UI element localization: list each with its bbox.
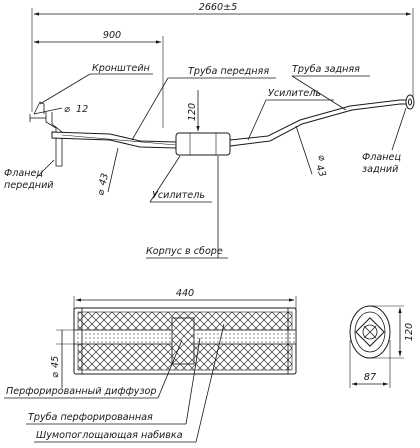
oval-height-value: 120	[404, 323, 415, 341]
oval-width-value: 87	[364, 372, 377, 383]
rear-pipe	[229, 99, 407, 147]
front-flange-label-2: передний	[4, 180, 54, 191]
front-pipe-label: Труба передняя	[188, 65, 269, 77]
oval-end-view	[349, 305, 391, 359]
diameter-symbol-4: ⌀	[50, 372, 61, 378]
rear-flange-callout: Фланец задний	[362, 107, 407, 175]
front-pipe-diameter: 43	[97, 172, 111, 187]
rear-pipe-diameter-dimension: 43 ⌀	[295, 125, 328, 179]
rear-pipe-diameter: 43	[313, 163, 328, 178]
rear-flange-label-1: Фланец	[362, 152, 401, 163]
diameter-symbol-2: ⌀	[95, 188, 107, 197]
oval-width-dimension: 87	[349, 340, 391, 388]
front-pipe-diameter-dimension: 43 ⌀	[95, 147, 119, 197]
reinforcement-bottom-callout: Усилитель	[149, 155, 212, 203]
front-pipe-length-dimension: 900	[33, 30, 164, 128]
resonator-body	[175, 132, 231, 156]
housing-callout: Корпус в сборе	[146, 156, 228, 259]
front-flange	[29, 112, 63, 167]
section-housing	[73, 307, 297, 375]
housing-label: Корпус в сборе	[146, 245, 223, 257]
perforated-pipe-label: Труба перфорированная	[28, 411, 153, 423]
diameter-symbol-3: ⌀	[315, 153, 327, 162]
section-callouts: Перфорированный диффузор Труба перфориро…	[4, 323, 225, 443]
reinforcement-top-label: Усилитель	[268, 88, 321, 99]
bracket-label: Кронштейн	[92, 63, 150, 74]
overall-length-value: 2660±5	[199, 2, 238, 13]
flange-hole-value: 12	[76, 104, 88, 115]
reinforcement-top-callout: Усилитель	[247, 88, 334, 141]
flange-hole-dimension: ⌀ 12	[33, 104, 88, 115]
front-pipe-length-value: 900	[103, 30, 121, 41]
inner-pipe-diameter: 45	[50, 356, 61, 368]
bracket-callout: Кронштейн	[39, 63, 153, 105]
resonator-height-value: 120	[187, 103, 198, 121]
diameter-symbol-1: ⌀	[64, 104, 70, 115]
front-flange-callout: Фланец передний	[4, 159, 55, 191]
rear-pipe-label: Труба задняя	[292, 63, 360, 75]
inner-pipe-diameter-dimension: 45 ⌀	[50, 329, 74, 388]
front-pipe-callout: Труба передняя	[131, 65, 276, 141]
oval-height-dimension: 120	[370, 305, 415, 359]
sound-packing-label: Шумопоглощающая набивка	[36, 429, 183, 441]
rear-pipe-callout: Труба задняя	[291, 63, 370, 111]
resonator-height-dimension: 120	[187, 90, 200, 132]
overall-length-dimension: 2660±5	[31, 2, 414, 112]
front-flange-label-1: Фланец	[4, 168, 43, 179]
section-length-value: 440	[176, 288, 194, 299]
rear-flange-label-2: задний	[362, 164, 398, 175]
front-pipe	[51, 131, 177, 149]
perforated-diffuser-label: Перфорированный диффузор	[6, 386, 157, 397]
reinforcement-bottom-label: Усилитель	[152, 190, 205, 201]
rear-flange	[405, 94, 415, 110]
